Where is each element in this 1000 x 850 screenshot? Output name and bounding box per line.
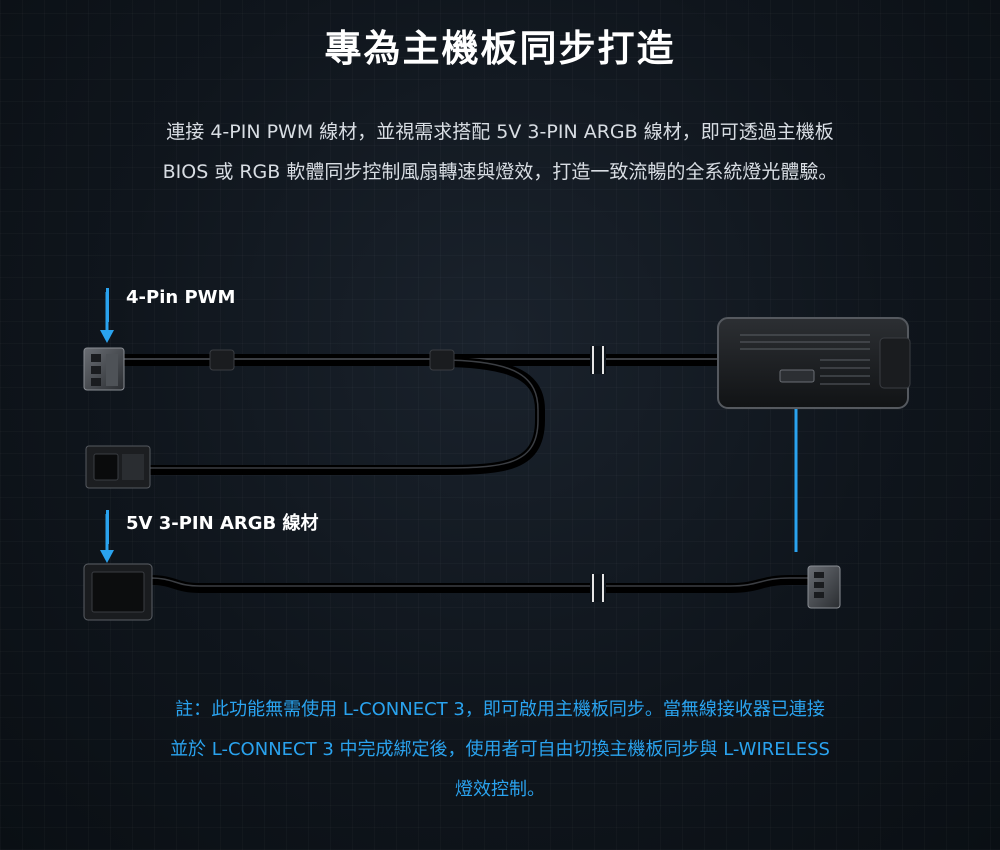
page-title: 專為主機板同步打造	[324, 27, 676, 70]
arrow-down-icon	[100, 514, 114, 563]
argb-4pin-connector	[807, 565, 841, 609]
description-line-2: BIOS 或 RGB 軟體同步控制風扇轉速與燈效，打造一致流暢的全系統燈光體驗。	[162, 161, 838, 183]
argb-label: 5V 3-PIN ARGB 線材	[126, 513, 319, 534]
argb-cable	[149, 575, 810, 593]
argb-connector	[83, 563, 153, 621]
note: 註：此功能無需使用 L-CONNECT 3，即可啟用主機板同步。當無線接收器已連…	[0, 690, 1000, 810]
cable-break-icon	[590, 574, 606, 602]
fan-connector	[85, 445, 151, 489]
arrow-up-icon	[789, 386, 803, 552]
pwm-cable	[122, 349, 730, 475]
description: 連接 4-PIN PWM 線材，並視需求搭配 5V 3-PIN ARGB 線材，…	[0, 112, 1000, 192]
pwm-label: 4-Pin PWM	[126, 287, 236, 308]
pwm-connector	[83, 347, 125, 391]
arrow-down-icon	[100, 292, 114, 343]
description-line-1: 連接 4-PIN PWM 線材，並視需求搭配 5V 3-PIN ARGB 線材，…	[166, 121, 834, 143]
receiver-module	[717, 317, 911, 409]
note-line-2: 並於 L-CONNECT 3 中完成綁定後，使用者可自由切換主機板同步與 L-W…	[170, 739, 830, 760]
cable-break-icon	[590, 346, 606, 374]
note-line-3: 燈效控制。	[455, 779, 545, 800]
note-line-1: 註：此功能無需使用 L-CONNECT 3，即可啟用主機板同步。當無線接收器已連…	[175, 699, 825, 720]
